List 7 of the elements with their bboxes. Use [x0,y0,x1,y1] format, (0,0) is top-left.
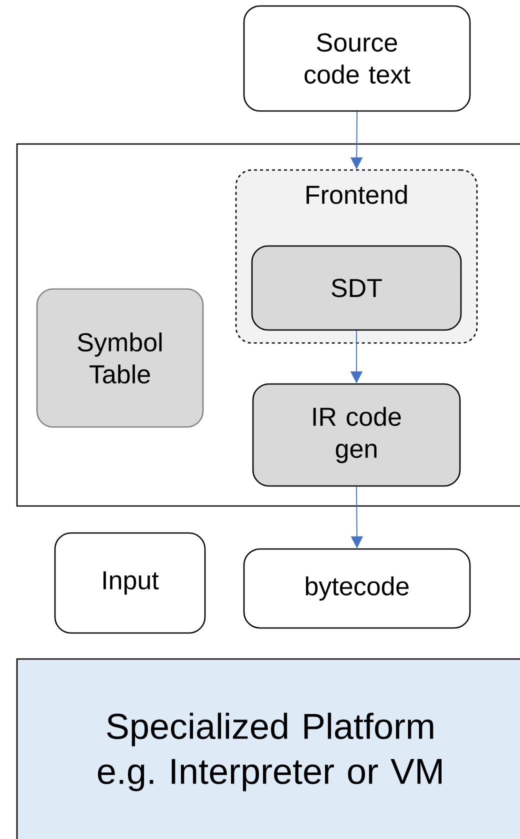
process-box: IR code gen [252,383,461,487]
data-box: Input [54,532,206,634]
platform-box: Specialized Platform e.g. Interpreter or VM [16,658,520,839]
process-box: SDT [251,245,462,331]
input-box: Source code text [243,5,471,112]
process-box: Symbol Table [36,288,204,428]
output-box: bytecode [243,548,471,629]
